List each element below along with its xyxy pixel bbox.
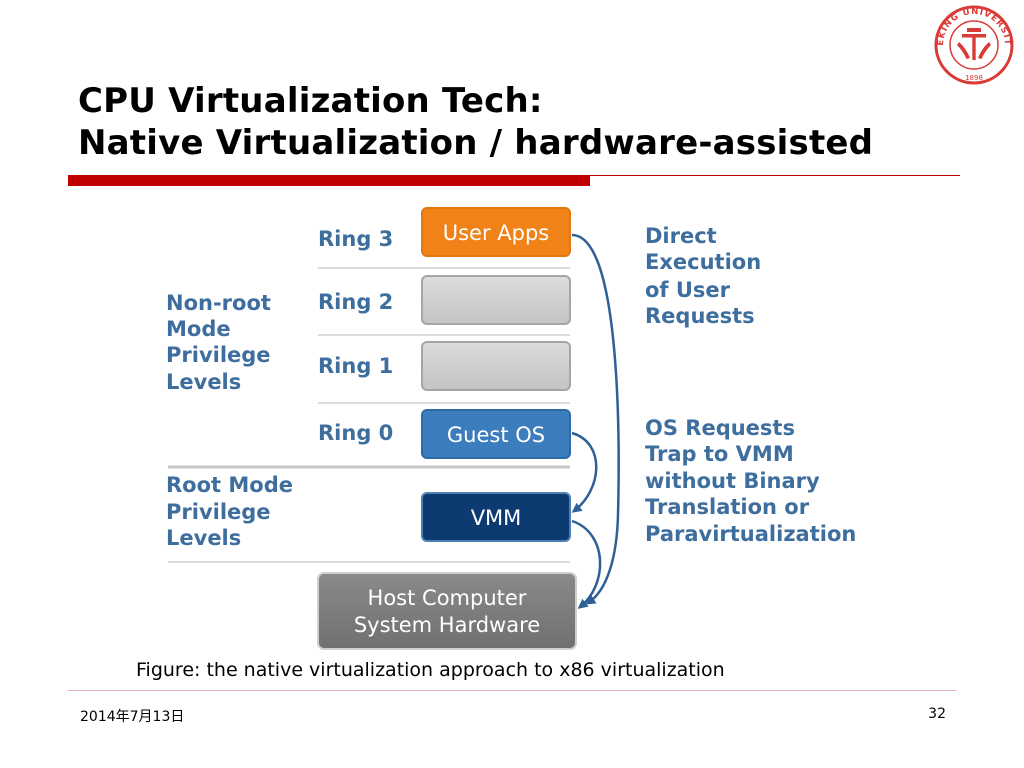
slide-title: CPU Virtualization Tech: Native Virtuali… (78, 80, 873, 164)
direct-annotation-4: Requests (645, 304, 755, 328)
footer-date: 2014年7月13日 (80, 709, 185, 725)
vmm-label: VMM (471, 506, 522, 530)
host-hardware-box: Host Computer System Hardware (317, 572, 577, 650)
virtualization-diagram: Ring 3 Ring 2 Ring 1 Ring 0 Non-root Mod… (166, 207, 856, 650)
user-apps-box: User Apps (421, 207, 571, 257)
trap-annotation-2: Trap to VMM (645, 442, 794, 466)
ring2-label: Ring 2 (318, 290, 393, 314)
slide-title-line2: Native Virtualization / hardware-assiste… (78, 123, 874, 163)
root-label-3: Levels (166, 526, 241, 550)
user-apps-label: User Apps (443, 221, 550, 245)
slide-title-line1: CPU Virtualization Tech: (78, 81, 543, 121)
page-number: 32 (928, 706, 946, 722)
nonroot-label-2: Mode (166, 317, 231, 341)
host-label-line2: System Hardware (354, 613, 540, 637)
direct-annotation-1: Direct (645, 224, 717, 248)
logo-emblem-icon (957, 28, 991, 60)
ring2-empty-box (421, 275, 571, 325)
trap-annotation-3: without Binary (645, 469, 820, 493)
guest-os-to-vmm-arrow (571, 431, 598, 513)
ring1-empty-box (421, 341, 571, 391)
footer-rule (68, 690, 956, 691)
vmm-to-hardware-arrow (571, 519, 602, 609)
direct-annotation-2: Execution (645, 250, 761, 274)
nonroot-label-1: Non-root (166, 291, 271, 315)
nonroot-label-4: Levels (166, 370, 241, 394)
trap-annotation-1: OS Requests (645, 416, 795, 440)
ring1-label: Ring 1 (318, 354, 393, 378)
ring-separators (168, 267, 570, 563)
user-apps-to-hardware-arrow (571, 233, 620, 605)
root-label-2: Privilege (166, 500, 271, 524)
title-underline-bar (68, 175, 590, 186)
nonroot-label-3: Privilege (166, 343, 271, 367)
host-label-line1: Host Computer (368, 586, 527, 610)
trap-annotation-5: Paravirtualization (645, 522, 856, 546)
title-underline-rule (590, 175, 960, 176)
vmm-box: VMM (421, 492, 571, 542)
direct-annotation-3: of User (645, 278, 731, 302)
root-label-1: Root Mode (166, 473, 293, 497)
guest-os-label: Guest OS (447, 423, 545, 447)
peking-university-logo: PEKING UNIVERSITY 1898 (933, 4, 1014, 85)
guest-os-box: Guest OS (421, 409, 571, 459)
figure-caption: Figure: the native virtualization approa… (136, 659, 725, 681)
trap-annotation-4: Translation or (645, 495, 810, 519)
logo-year: 1898 (965, 74, 983, 82)
ring0-label: Ring 0 (318, 421, 393, 445)
ring3-label: Ring 3 (318, 227, 393, 251)
